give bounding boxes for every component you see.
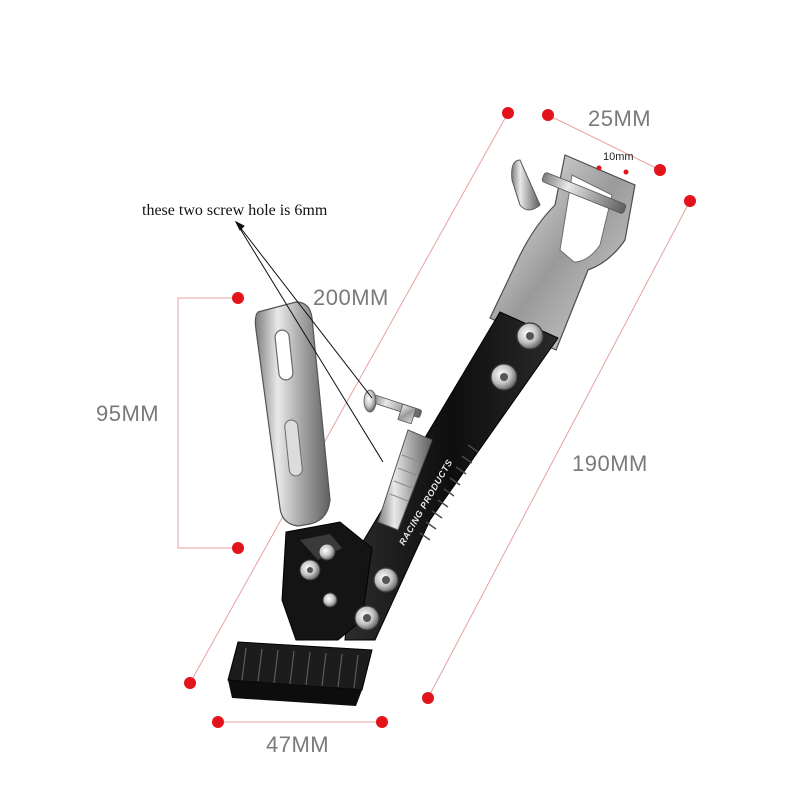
note-screw-hole: these two screw hole is 6mm — [142, 202, 328, 219]
dim-label-25mm: 25MM — [588, 106, 651, 131]
bolt-lower-1 — [373, 567, 399, 593]
marker-dot — [684, 195, 696, 207]
dim-label-47mm: 47MM — [266, 732, 329, 757]
marker-dot — [184, 677, 196, 689]
clamp-bolt — [541, 172, 627, 214]
bolt-upper-1 — [516, 322, 544, 350]
bolt-upper-2 — [490, 363, 518, 391]
bolt-pivot-3 — [322, 592, 338, 608]
note-pointer-lines — [234, 220, 384, 463]
mounting-bracket — [254, 301, 331, 527]
marker-dot — [232, 292, 244, 304]
marker-dot — [212, 716, 224, 728]
dim-label-95mm: 95MM — [96, 401, 159, 426]
dim-label-190mm: 190MM — [572, 451, 648, 476]
marker-dots — [184, 107, 696, 728]
dimension-lines — [177, 112, 691, 723]
foot-pad — [227, 641, 373, 706]
bolt-pivot-1 — [299, 559, 321, 581]
upper-arm — [489, 154, 636, 351]
bracket-slot-lower — [284, 419, 303, 477]
foot-teeth — [241, 647, 359, 689]
dim-line-95mm — [177, 297, 238, 549]
marker-dot — [542, 109, 554, 121]
bolts — [299, 322, 544, 631]
dim-label-10mm: 10mm — [603, 151, 634, 163]
marker-dot — [232, 542, 244, 554]
screw-hole-marker — [623, 169, 629, 175]
marker-dot — [654, 164, 666, 176]
bolt-pivot-2 — [318, 543, 336, 561]
main-leg: RACING PRODUCTS — [344, 311, 559, 641]
bracket-slot-upper — [274, 329, 294, 381]
ribbed-grip — [419, 444, 479, 541]
marker-dot — [422, 692, 434, 704]
screw-hole-marker — [596, 165, 602, 171]
dim-line-190mm — [427, 200, 691, 699]
marker-dot — [502, 107, 514, 119]
inner-rod — [377, 429, 433, 531]
dim-label-200mm: 200MM — [313, 285, 389, 310]
dim-line-200mm — [189, 112, 509, 684]
marker-dot — [376, 716, 388, 728]
dim-line-25mm — [547, 114, 661, 171]
bolt-lower-2 — [354, 605, 380, 631]
side-screw — [363, 389, 422, 425]
